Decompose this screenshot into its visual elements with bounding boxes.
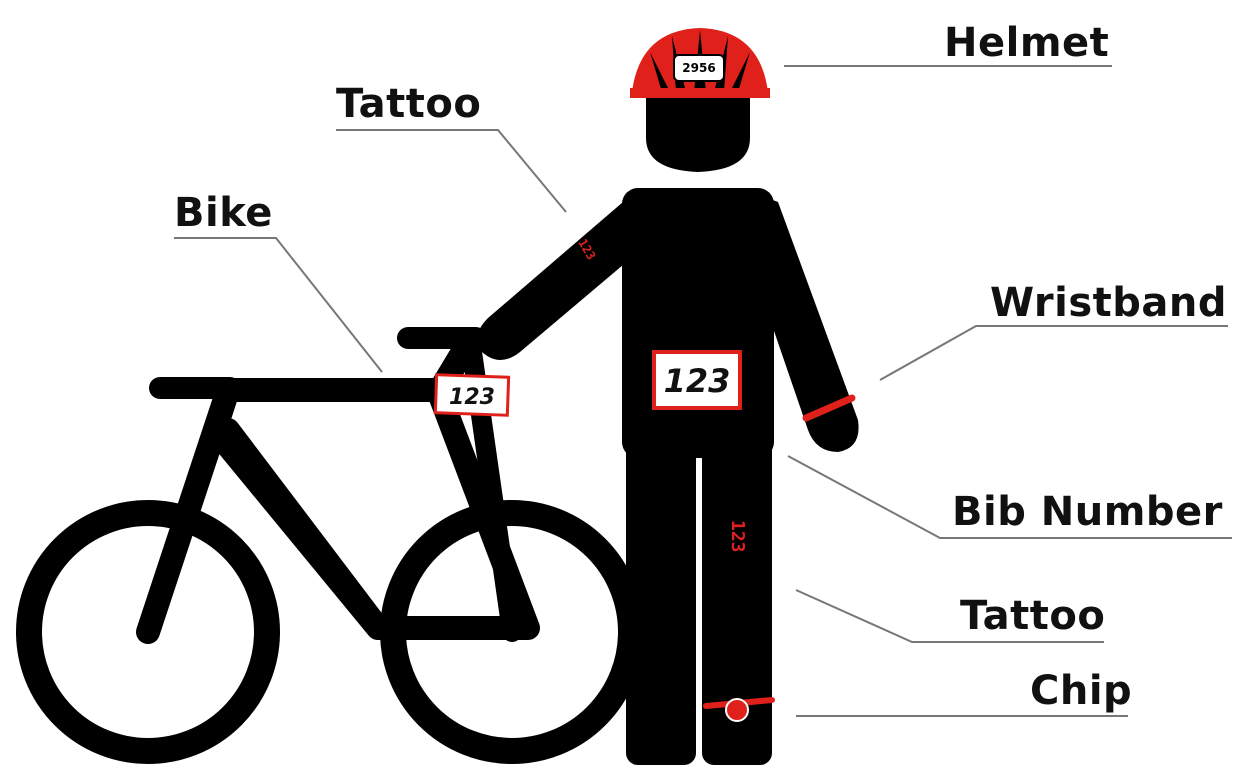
rider xyxy=(477,98,858,765)
bike-plate-number: 123 xyxy=(449,385,495,410)
helmet: 2956 xyxy=(630,28,770,98)
label-helmet: Helmet xyxy=(944,20,1109,66)
bike-number-plate: 123 xyxy=(435,375,508,415)
rider-head xyxy=(646,98,750,172)
label-bike: Bike xyxy=(174,190,273,236)
bike-leader xyxy=(174,238,382,372)
tattoo-arm-leader xyxy=(336,130,566,212)
chip-disc xyxy=(726,699,748,721)
label-tattoo-leg: Tattoo xyxy=(960,593,1105,639)
label-tattoo-arm: Tattoo xyxy=(336,81,481,127)
wristband-leader xyxy=(880,326,1228,380)
label-chip: Chip xyxy=(1030,668,1132,714)
rider-left-leg xyxy=(626,430,696,765)
bicycle xyxy=(29,338,631,751)
chest-bib-number: 123 xyxy=(664,362,731,400)
label-bib-number: Bib Number xyxy=(952,489,1223,535)
label-wristband: Wristband xyxy=(990,280,1227,326)
helmet-brim xyxy=(630,88,770,98)
helmet-sticker-number: 2956 xyxy=(682,61,715,75)
chest-bib: 123 xyxy=(654,352,740,408)
leg-tattoo: 123 xyxy=(727,520,748,553)
